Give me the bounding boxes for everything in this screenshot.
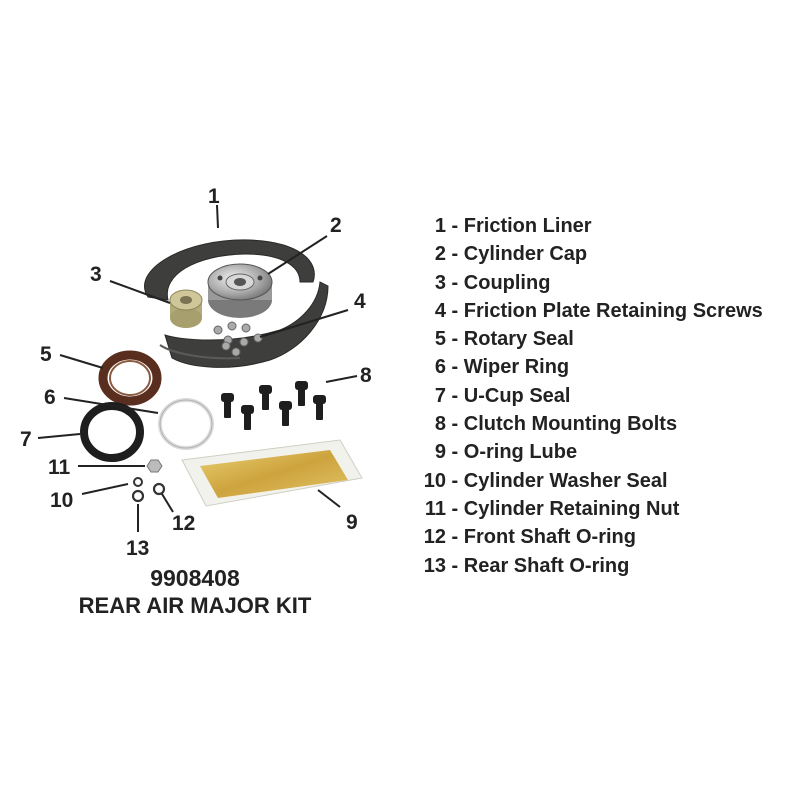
legend-separator: - [446,554,464,577]
wiper-ring [158,398,214,450]
legend-number: 12 [423,526,446,549]
legend-separator: - [446,413,464,436]
legend-label: Clutch Mounting Bolts [463,413,678,436]
leader-lines [37,204,358,532]
callout-5: 5 [40,343,52,366]
legend-separator: - [446,271,464,294]
legend-item: 13 - Rear Shaft O-ring [402,552,763,580]
legend-label: Front Shaft O-ring [463,526,636,549]
legend-item: 11 - Cylinder Retaining Nut [402,495,763,523]
legend-separator: - [446,328,464,351]
callout-11: 11 [48,456,71,479]
callout-8: 8 [360,364,372,387]
legend-separator: - [446,469,464,492]
legend-number: 10 [423,469,446,492]
legend-number: 5 [434,328,446,351]
callout-9: 9 [346,511,358,534]
legend-number: 6 [434,356,446,379]
legend-separator: - [446,215,464,237]
small-parts [131,459,166,503]
legend-item: 1 - Friction Liner [402,212,763,240]
rear-shaft-o-ring [131,489,145,503]
legend-item: 4 - Friction Plate Retaining Screws [402,297,763,325]
legend-label: Wiper Ring [463,356,570,379]
callout-1: 1 [208,185,220,208]
callout-4: 4 [354,290,366,313]
kit-name: REAR AIR MAJOR KIT [78,593,312,618]
legend-label: Coupling [463,271,551,294]
legend-item: 12 - Front Shaft O-ring [402,523,763,551]
clutch-mounting-bolts [221,381,326,430]
legend-label: U-Cup Seal [463,384,571,407]
legend-number: 11 [424,497,446,520]
legend-label: Rear Shaft O-ring [463,554,630,577]
callout-2: 2 [330,214,342,237]
legend-label: Friction Plate Retaining Screws [463,299,763,322]
legend-item: 9 - O-ring Lube [402,438,763,466]
legend-item: 8 - Clutch Mounting Bolts [402,410,763,438]
legend-separator: - [446,384,464,407]
cylinder-cap [207,263,273,318]
legend-separator: - [446,356,464,379]
o-ring-lube-packet [181,439,363,507]
retaining-screws [213,321,263,357]
legend-item: 2 - Cylinder Cap [402,240,763,268]
callout-3: 3 [90,263,102,286]
legend-label: Rotary Seal [463,328,574,351]
legend-number: 8 [434,413,446,436]
legend-item: 5 - Rotary Seal [402,325,763,353]
callout-13: 13 [126,537,149,560]
legend-label: O-ring Lube [463,441,578,464]
legend-item: 7 - U-Cup Seal [402,382,763,410]
legend-item: 10 - Cylinder Washer Seal [402,467,763,495]
legend-number: 1 [434,215,446,237]
legend-number: 9 [434,441,446,464]
parts-legend: 1 - Friction Liner 2 - Cylinder Cap 3 - … [402,212,763,580]
legend-number: 2 [434,243,446,266]
cylinder-retaining-nut [146,459,163,473]
legend-number: 13 [423,554,446,577]
legend-item: 6 - Wiper Ring [402,353,763,381]
u-cup-seal [80,402,144,462]
callout-6: 6 [44,386,56,409]
callout-numbers: 1 2 3 4 5 6 7 8 9 10 11 12 13 [20,185,372,560]
legend-separator: - [446,299,464,322]
callout-12: 12 [172,512,195,535]
legend-label: Cylinder Washer Seal [463,469,668,492]
legend-label: Cylinder Cap [463,243,588,266]
kit-number: 9908408 [150,565,240,591]
legend-label: Friction Liner [463,215,592,237]
front-shaft-o-ring [152,482,166,496]
rotary-seal [98,350,162,406]
coupling [169,289,203,328]
callout-7: 7 [20,428,32,451]
legend-number: 7 [434,384,446,407]
callout-10: 10 [50,489,73,512]
legend-separator: - [446,441,464,464]
legend-label: Cylinder Retaining Nut [463,497,680,520]
legend-number: 4 [434,299,446,322]
cylinder-washer-seal [133,477,143,487]
legend-item: 3 - Coupling [402,269,763,297]
friction-liner [144,239,329,368]
legend-separator: - [446,497,464,520]
legend-separator: - [446,526,464,549]
legend-separator: - [446,243,464,266]
legend-number: 3 [434,271,446,294]
